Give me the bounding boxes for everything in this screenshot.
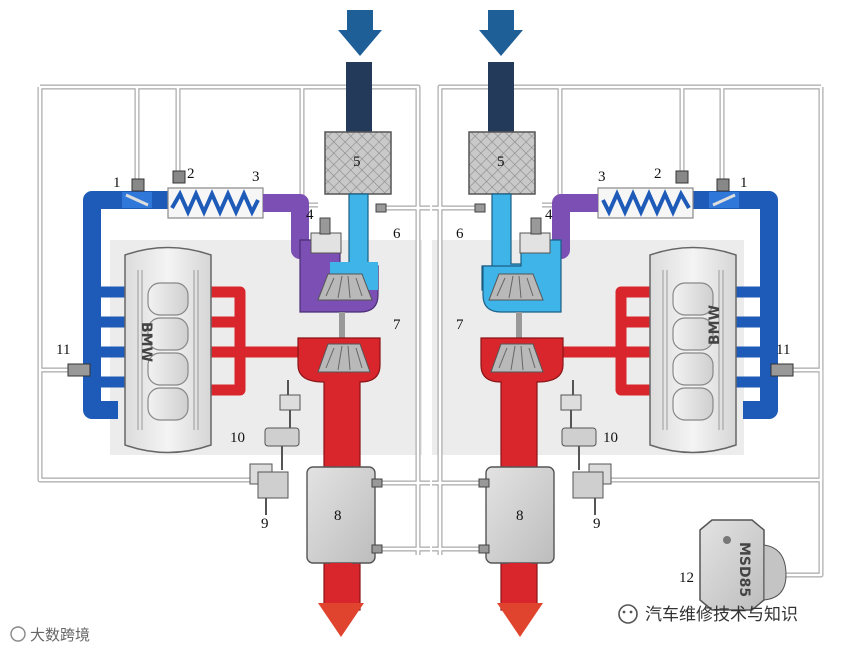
- intake-runners-left: [92, 286, 125, 388]
- component-labels: 1 2 3 4 5 6 7 8 9 10 11 1 2 3 4 5 6 7 8 …: [56, 154, 790, 586]
- label-2-left: 2: [187, 166, 195, 182]
- air-duct-right: [488, 62, 514, 132]
- label-10-right: 10: [603, 430, 618, 446]
- watermark-left-text: 大数跨境: [30, 626, 90, 644]
- label-9-left: 9: [261, 516, 269, 532]
- pressure-sensor-2-left: [172, 170, 186, 184]
- label-8-left: 8: [334, 508, 342, 524]
- solenoid-valve-right: [572, 463, 612, 515]
- turbine-wheel-right: [490, 343, 544, 373]
- wastegate-actuator-left: [264, 380, 301, 470]
- oxygen-sensors-left: [371, 203, 387, 554]
- label-11-right: 11: [776, 342, 790, 358]
- ecu-module: MSD85: [699, 519, 787, 611]
- intake-arrow-right: [479, 10, 523, 56]
- compressor-wheel-left: [317, 273, 373, 301]
- turbo-shaft-right: [516, 312, 522, 340]
- engine-block-right: BMW: [649, 246, 737, 454]
- ecu-label: MSD85: [736, 542, 752, 597]
- air-duct-left: [346, 62, 372, 132]
- watermark-right: 汽车维修技术与知识: [618, 604, 798, 625]
- label-5-right: 5: [497, 154, 505, 170]
- label-7-left: 7: [393, 317, 401, 333]
- engine-block-left: BMW: [124, 246, 212, 454]
- blowoff-valve-right: [519, 217, 551, 254]
- label-6-right: 6: [456, 226, 464, 242]
- temp-sensor-11-left: [67, 363, 91, 377]
- oxygen-sensors-right: [474, 203, 490, 554]
- label-4-right: 4: [545, 207, 553, 223]
- intercooler-left: [167, 187, 264, 219]
- solenoid-valve-left: [249, 463, 289, 515]
- label-11-left: 11: [56, 342, 70, 358]
- air-filter-left: [324, 131, 392, 195]
- label-2-right: 2: [654, 166, 662, 182]
- label-10-left: 10: [230, 430, 245, 446]
- pressure-sensor-1-left: [131, 178, 145, 192]
- label-1-right: 1: [740, 175, 748, 191]
- label-5-left: 5: [353, 154, 361, 170]
- intake-arrow-left: [338, 10, 382, 56]
- label-9-right: 9: [593, 516, 601, 532]
- blowoff-valve-left: [310, 217, 342, 254]
- label-3-left: 3: [252, 169, 260, 185]
- intercooler-right: [597, 187, 694, 219]
- label-4-left: 4: [306, 207, 314, 223]
- label-1-left: 1: [113, 175, 121, 191]
- intake-runners-right: [736, 286, 769, 388]
- throttle-right: [709, 192, 739, 208]
- compressor-wheel-right: [488, 273, 544, 301]
- label-12: 12: [679, 570, 694, 586]
- wastegate-actuator-right: [560, 380, 597, 470]
- exhaust-arrow-right: [497, 563, 543, 637]
- engine-logo-left: BMW: [138, 322, 154, 362]
- watermark-right-text: 汽车维修技术与知识: [645, 605, 798, 625]
- label-7-right: 7: [456, 317, 464, 333]
- temp-sensor-11-right: [770, 363, 794, 377]
- label-3-right: 3: [598, 169, 606, 185]
- turbine-wheel-left: [317, 343, 371, 373]
- pressure-sensor-1-right: [716, 178, 730, 192]
- label-6-left: 6: [393, 226, 401, 242]
- exhaust-arrow-left: [318, 563, 364, 637]
- label-8-right: 8: [516, 508, 524, 524]
- throttle-left: [122, 192, 152, 208]
- engine-logo-right: BMW: [707, 305, 723, 345]
- watermark-left: 大数跨境: [10, 626, 90, 644]
- turbo-shaft-left: [339, 312, 345, 340]
- pressure-sensor-2-right: [675, 170, 689, 184]
